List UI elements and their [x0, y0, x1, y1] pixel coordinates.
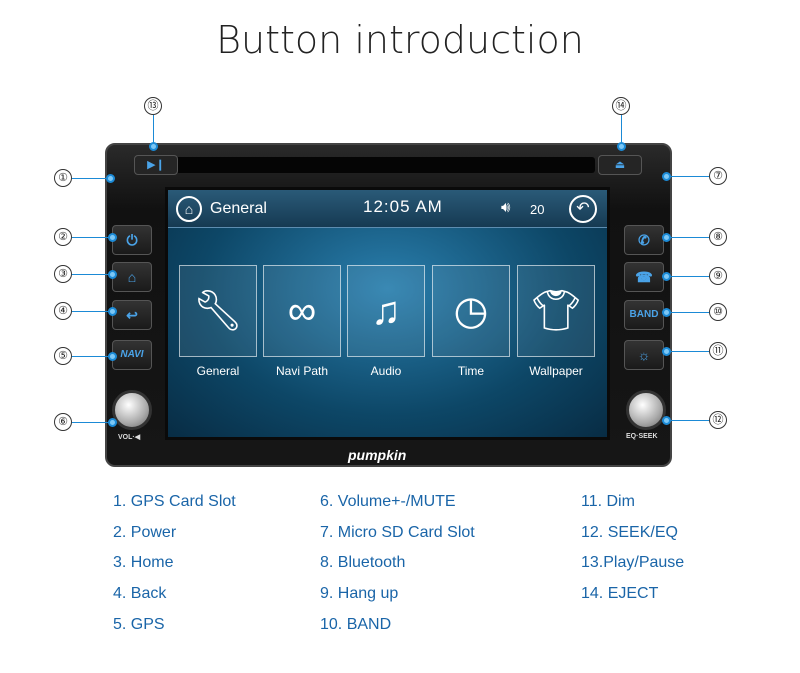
callout-7: ⑦: [709, 167, 727, 185]
callout-dot: [662, 308, 671, 317]
callout-4: ④: [54, 302, 72, 320]
callout-6: ⑥: [54, 413, 72, 431]
bluetooth-call-button[interactable]: ✆: [624, 225, 664, 255]
callout-line: [72, 178, 110, 179]
clock-icon: ◷: [453, 289, 489, 333]
back-button[interactable]: ↩: [112, 300, 152, 330]
path-icon: ∞: [287, 289, 317, 333]
tile-general[interactable]: 🔧︎: [179, 265, 257, 357]
legend-item: 11. Dim: [581, 493, 635, 510]
callout-dot: [662, 233, 671, 242]
music-icon: ♫: [371, 289, 401, 333]
callout-10: ⑩: [709, 303, 727, 321]
volume-icon: 🔊︎: [501, 199, 511, 216]
callout-1: ①: [54, 169, 72, 187]
callout-3: ③: [54, 265, 72, 283]
legend-item: 14. EJECT: [581, 585, 659, 602]
callout-dot: [662, 347, 671, 356]
dim-button[interactable]: ☼: [624, 340, 664, 370]
callout-14: ⑭: [612, 97, 630, 115]
legend-item: 5. GPS: [113, 616, 165, 633]
volume-knob[interactable]: [112, 390, 152, 430]
knob-label: VOL·◀: [118, 434, 141, 441]
callout-dot: [108, 233, 117, 242]
screen: ⌂ General 12:05 AM 🔊︎ 20 ↶ 🔧︎ ∞ ♫ ◷ 👕︎ G…: [165, 187, 610, 440]
callout-line: [72, 311, 110, 312]
callout-line: [670, 237, 709, 238]
legend-item: 8. Bluetooth: [320, 554, 406, 571]
callout-12: ⑫: [709, 411, 727, 429]
callout-dot: [617, 142, 626, 151]
callout-line: [670, 312, 709, 313]
callout-line: [670, 420, 709, 421]
eject-button[interactable]: ⏏: [598, 155, 642, 175]
knob-label: EQ·SEEK: [626, 433, 658, 440]
callout-11: ⑪: [709, 342, 727, 360]
power-button[interactable]: ⏻: [112, 225, 152, 255]
callout-9: ⑨: [709, 267, 727, 285]
callout-2: ②: [54, 228, 72, 246]
callout-8: ⑧: [709, 228, 727, 246]
callout-line: [670, 176, 709, 177]
tile-label: Audio: [370, 364, 402, 378]
callout-dot: [108, 418, 117, 427]
callout-dot: [662, 172, 671, 181]
callout-line: [621, 115, 622, 145]
brand-logo: pumpkin: [348, 447, 407, 463]
legend-item: 12. SEEK/EQ: [581, 524, 678, 541]
callout-line: [72, 274, 110, 275]
volume-level: 20: [530, 202, 545, 217]
callout-dot: [108, 270, 117, 279]
legend-item: 3. Home: [113, 554, 174, 571]
legend-item: 7. Micro SD Card Slot: [320, 524, 475, 541]
tile-label: Time: [457, 364, 485, 378]
page-title: Button introduction: [216, 18, 584, 62]
callout-dot: [108, 307, 117, 316]
callout-line: [670, 276, 709, 277]
callout-13: ⑬: [144, 97, 162, 115]
screen-title: General: [210, 200, 267, 217]
legend-item: 6. Volume+-/MUTE: [320, 493, 456, 510]
legend-item: 13.Play/Pause: [581, 554, 685, 571]
callout-line: [72, 356, 110, 357]
status-bar: ⌂ General 12:05 AM 🔊︎ 20 ↶: [168, 190, 607, 228]
legend-item: 4. Back: [113, 585, 167, 602]
tile-label: General: [196, 364, 240, 378]
seek-knob[interactable]: [626, 390, 666, 430]
callout-line: [72, 422, 110, 423]
tile-label: Navi Path: [275, 364, 329, 378]
callout-dot: [662, 416, 671, 425]
tile-label: Wallpaper: [529, 364, 583, 378]
callout-dot: [662, 272, 671, 281]
wrench-icon: 🔧︎: [192, 289, 244, 333]
band-button[interactable]: BAND: [624, 300, 664, 330]
callout-dot: [108, 352, 117, 361]
callout-dot: [106, 174, 115, 183]
legend-item: 10. BAND: [320, 616, 392, 633]
callout-line: [153, 115, 154, 145]
home-button[interactable]: ⌂: [112, 262, 152, 292]
legend-item: 9. Hang up: [320, 585, 399, 602]
legend-item: 2. Power: [113, 524, 177, 541]
tile-time[interactable]: ◷: [432, 265, 510, 357]
hang-up-button[interactable]: ☎: [624, 262, 664, 292]
shirt-icon: 👕︎: [530, 289, 582, 333]
clock: 12:05 AM: [363, 197, 443, 216]
disc-slot: [175, 157, 595, 173]
tile-audio[interactable]: ♫: [347, 265, 425, 357]
play-pause-button[interactable]: ▶❙: [134, 155, 178, 175]
tile-wallpaper[interactable]: 👕︎: [517, 265, 595, 357]
callout-dot: [149, 142, 158, 151]
legend-item: 1. GPS Card Slot: [113, 493, 236, 510]
navi-button[interactable]: NAVI: [112, 340, 152, 370]
home-icon[interactable]: ⌂: [176, 196, 202, 222]
callout-line: [72, 237, 110, 238]
tile-navi-path[interactable]: ∞: [263, 265, 341, 357]
back-icon[interactable]: ↶: [569, 195, 597, 223]
callout-line: [670, 351, 709, 352]
callout-5: ⑤: [54, 347, 72, 365]
